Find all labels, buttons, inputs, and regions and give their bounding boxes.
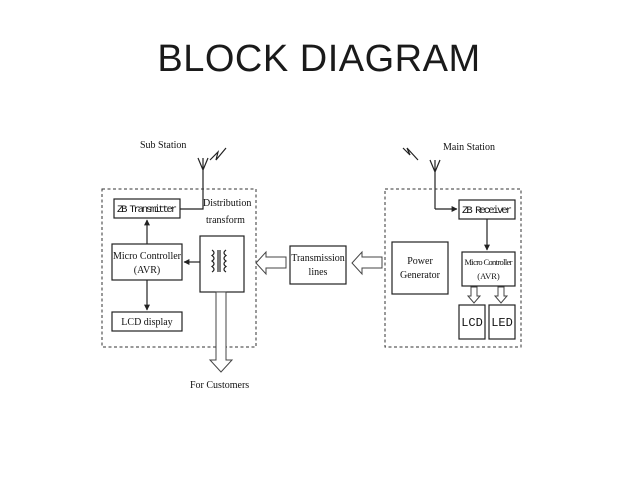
main-station-boundary [384, 188, 522, 348]
sub-micro-controller-box [111, 243, 183, 281]
main-micro-controller-label-1: Micro Controller [465, 257, 513, 267]
distribution-label-2: transform [206, 215, 245, 226]
power-generator-label-2: Generator [400, 270, 441, 281]
arrow-transmission-to-substation-icon [255, 250, 287, 276]
lcd-display-box [111, 311, 183, 332]
sub-station-boundary [101, 188, 257, 348]
slide-title: BLOCK DIAGRAM [157, 38, 481, 80]
lcd-display-label: LCD display [121, 317, 172, 328]
transmission-label-2: lines [309, 267, 328, 278]
arrow-mainstation-to-transmission-icon [351, 250, 383, 276]
customers-arrow-icon [208, 291, 234, 373]
zb-transmitter-label: ZB Transmitter [117, 204, 177, 216]
arrow-mc-to-lcd-icon [466, 286, 482, 304]
main-lcd-label: LCD [461, 316, 483, 330]
transmission-label-1: Transmission [291, 253, 345, 264]
transformer-icon [210, 249, 228, 273]
main-micro-controller-label-2: (AVR) [477, 271, 500, 281]
distribution-transformer-box [199, 235, 245, 293]
for-customers-label: For Customers [190, 380, 249, 391]
arrow-mc-to-led-icon [493, 286, 509, 304]
zb-receiver-label: ZB Receiver [462, 205, 512, 217]
power-generator-box [391, 241, 449, 295]
distribution-label-1: Distribution [203, 198, 251, 209]
sub-station-label: Sub Station [140, 140, 186, 151]
main-lcd-box [458, 304, 486, 340]
sub-micro-controller-label-2: (AVR) [134, 265, 160, 276]
main-led-label: LED [491, 316, 513, 330]
transmission-lines-box [289, 245, 347, 285]
main-station-antenna-icon [402, 147, 441, 209]
main-led-box [488, 304, 516, 340]
main-station-label: Main Station [443, 142, 495, 153]
main-micro-controller-box [461, 251, 516, 287]
sub-station-antenna-icon [197, 147, 227, 190]
sub-micro-controller-label-1: Micro Controller [113, 251, 182, 262]
power-generator-label-1: Power [407, 256, 433, 267]
